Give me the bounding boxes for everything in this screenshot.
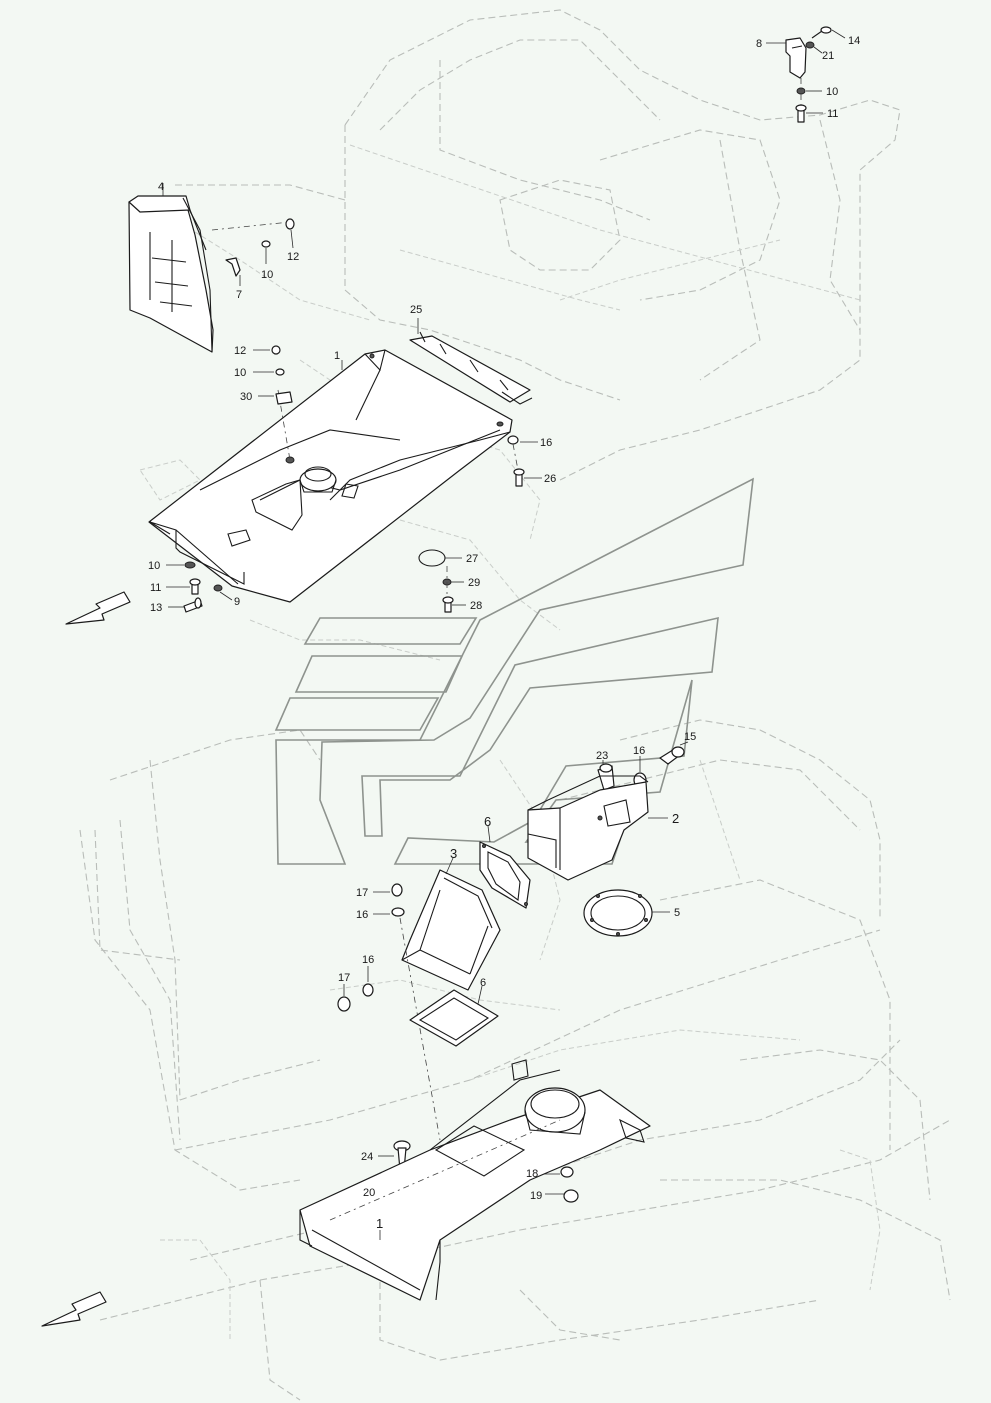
cap-12a <box>285 218 295 230</box>
cap-19 <box>563 1189 579 1203</box>
washer-18 <box>560 1166 574 1178</box>
callout: 16 <box>540 437 552 449</box>
bolt-14 <box>820 26 832 34</box>
washer-16c <box>391 907 405 917</box>
callout: 16 <box>356 909 368 921</box>
callout: 11 <box>150 582 161 594</box>
callout: 4 <box>158 181 164 193</box>
direction-arrow-icon <box>41 1291 107 1327</box>
gasket-6a <box>479 825 531 909</box>
callout: 16 <box>633 745 645 757</box>
shield-panel-4 <box>128 183 295 353</box>
gasket-6b <box>409 985 499 1047</box>
nut-10d <box>184 561 196 569</box>
callout: 20 <box>363 1187 375 1199</box>
machine-frame-ghost <box>79 9 951 1401</box>
washer-21 <box>805 41 815 49</box>
direction-arrow-icon <box>65 591 131 625</box>
callout: 14 <box>848 35 860 47</box>
callout: 9 <box>234 596 240 608</box>
pad-30 <box>275 391 293 405</box>
duct-housing-2 <box>527 775 668 881</box>
callout: 21 <box>822 50 834 62</box>
washer-9 <box>213 584 223 592</box>
callout: 10 <box>234 367 246 379</box>
flange-ring-5 <box>583 889 670 937</box>
callout: 16 <box>362 954 374 966</box>
callout: 10 <box>148 560 160 572</box>
ring-27 <box>418 549 446 567</box>
callout: 24 <box>361 1151 373 1163</box>
callout: 3 <box>450 846 457 861</box>
callout: 25 <box>410 304 422 316</box>
lower-plate-1 <box>299 1059 651 1301</box>
duct-3 <box>401 857 501 991</box>
washer-16d <box>362 983 374 997</box>
callout: 15 <box>684 731 696 743</box>
plate-hardware-right <box>507 435 542 487</box>
callout: 5 <box>674 907 680 919</box>
washer-16a <box>507 435 519 445</box>
callout: 28 <box>470 600 482 612</box>
callout: 26 <box>544 473 556 485</box>
callout: 11 <box>827 108 838 120</box>
callout: 30 <box>240 391 252 403</box>
callout: 6 <box>480 977 486 989</box>
callout-labels: 14 8 21 10 11 4 10 12 7 25 12 1 10 30 16… <box>148 35 860 1231</box>
duct-hardware <box>337 883 441 1141</box>
callout: 18 <box>526 1168 538 1180</box>
rail-25 <box>409 318 533 405</box>
callout: 29 <box>468 577 480 589</box>
clip-7 <box>225 257 241 277</box>
plate-hardware-upper <box>253 345 293 405</box>
callout: 13 <box>150 602 162 614</box>
nut-10b <box>261 240 271 248</box>
callout: 10 <box>261 269 273 281</box>
callout: 8 <box>756 38 762 50</box>
callout: 19 <box>530 1190 542 1202</box>
callout: 27 <box>466 553 478 565</box>
top-plate-1 <box>148 349 513 603</box>
bracket-8 <box>785 37 807 79</box>
callout: 17 <box>356 887 368 899</box>
cap-12b <box>271 345 281 355</box>
callout: 12 <box>287 251 299 263</box>
callout: 10 <box>826 86 838 98</box>
plate-hardware-left <box>166 561 233 613</box>
watermark-logo <box>274 477 754 865</box>
cap-17b <box>337 996 351 1012</box>
callout: 12 <box>234 345 246 357</box>
callout: 6 <box>484 814 491 829</box>
ring-hardware <box>418 549 466 613</box>
callout: 1 <box>334 350 340 362</box>
top-bracket-assembly <box>766 26 846 123</box>
callout: 1 <box>376 1216 383 1231</box>
nut-10c <box>275 368 285 376</box>
callout: 23 <box>596 750 608 762</box>
callout: 17 <box>338 972 350 984</box>
cap-17a <box>391 883 403 897</box>
hardware-18-19 <box>540 1166 579 1203</box>
callout: 7 <box>236 289 242 301</box>
callout: 2 <box>672 811 679 826</box>
